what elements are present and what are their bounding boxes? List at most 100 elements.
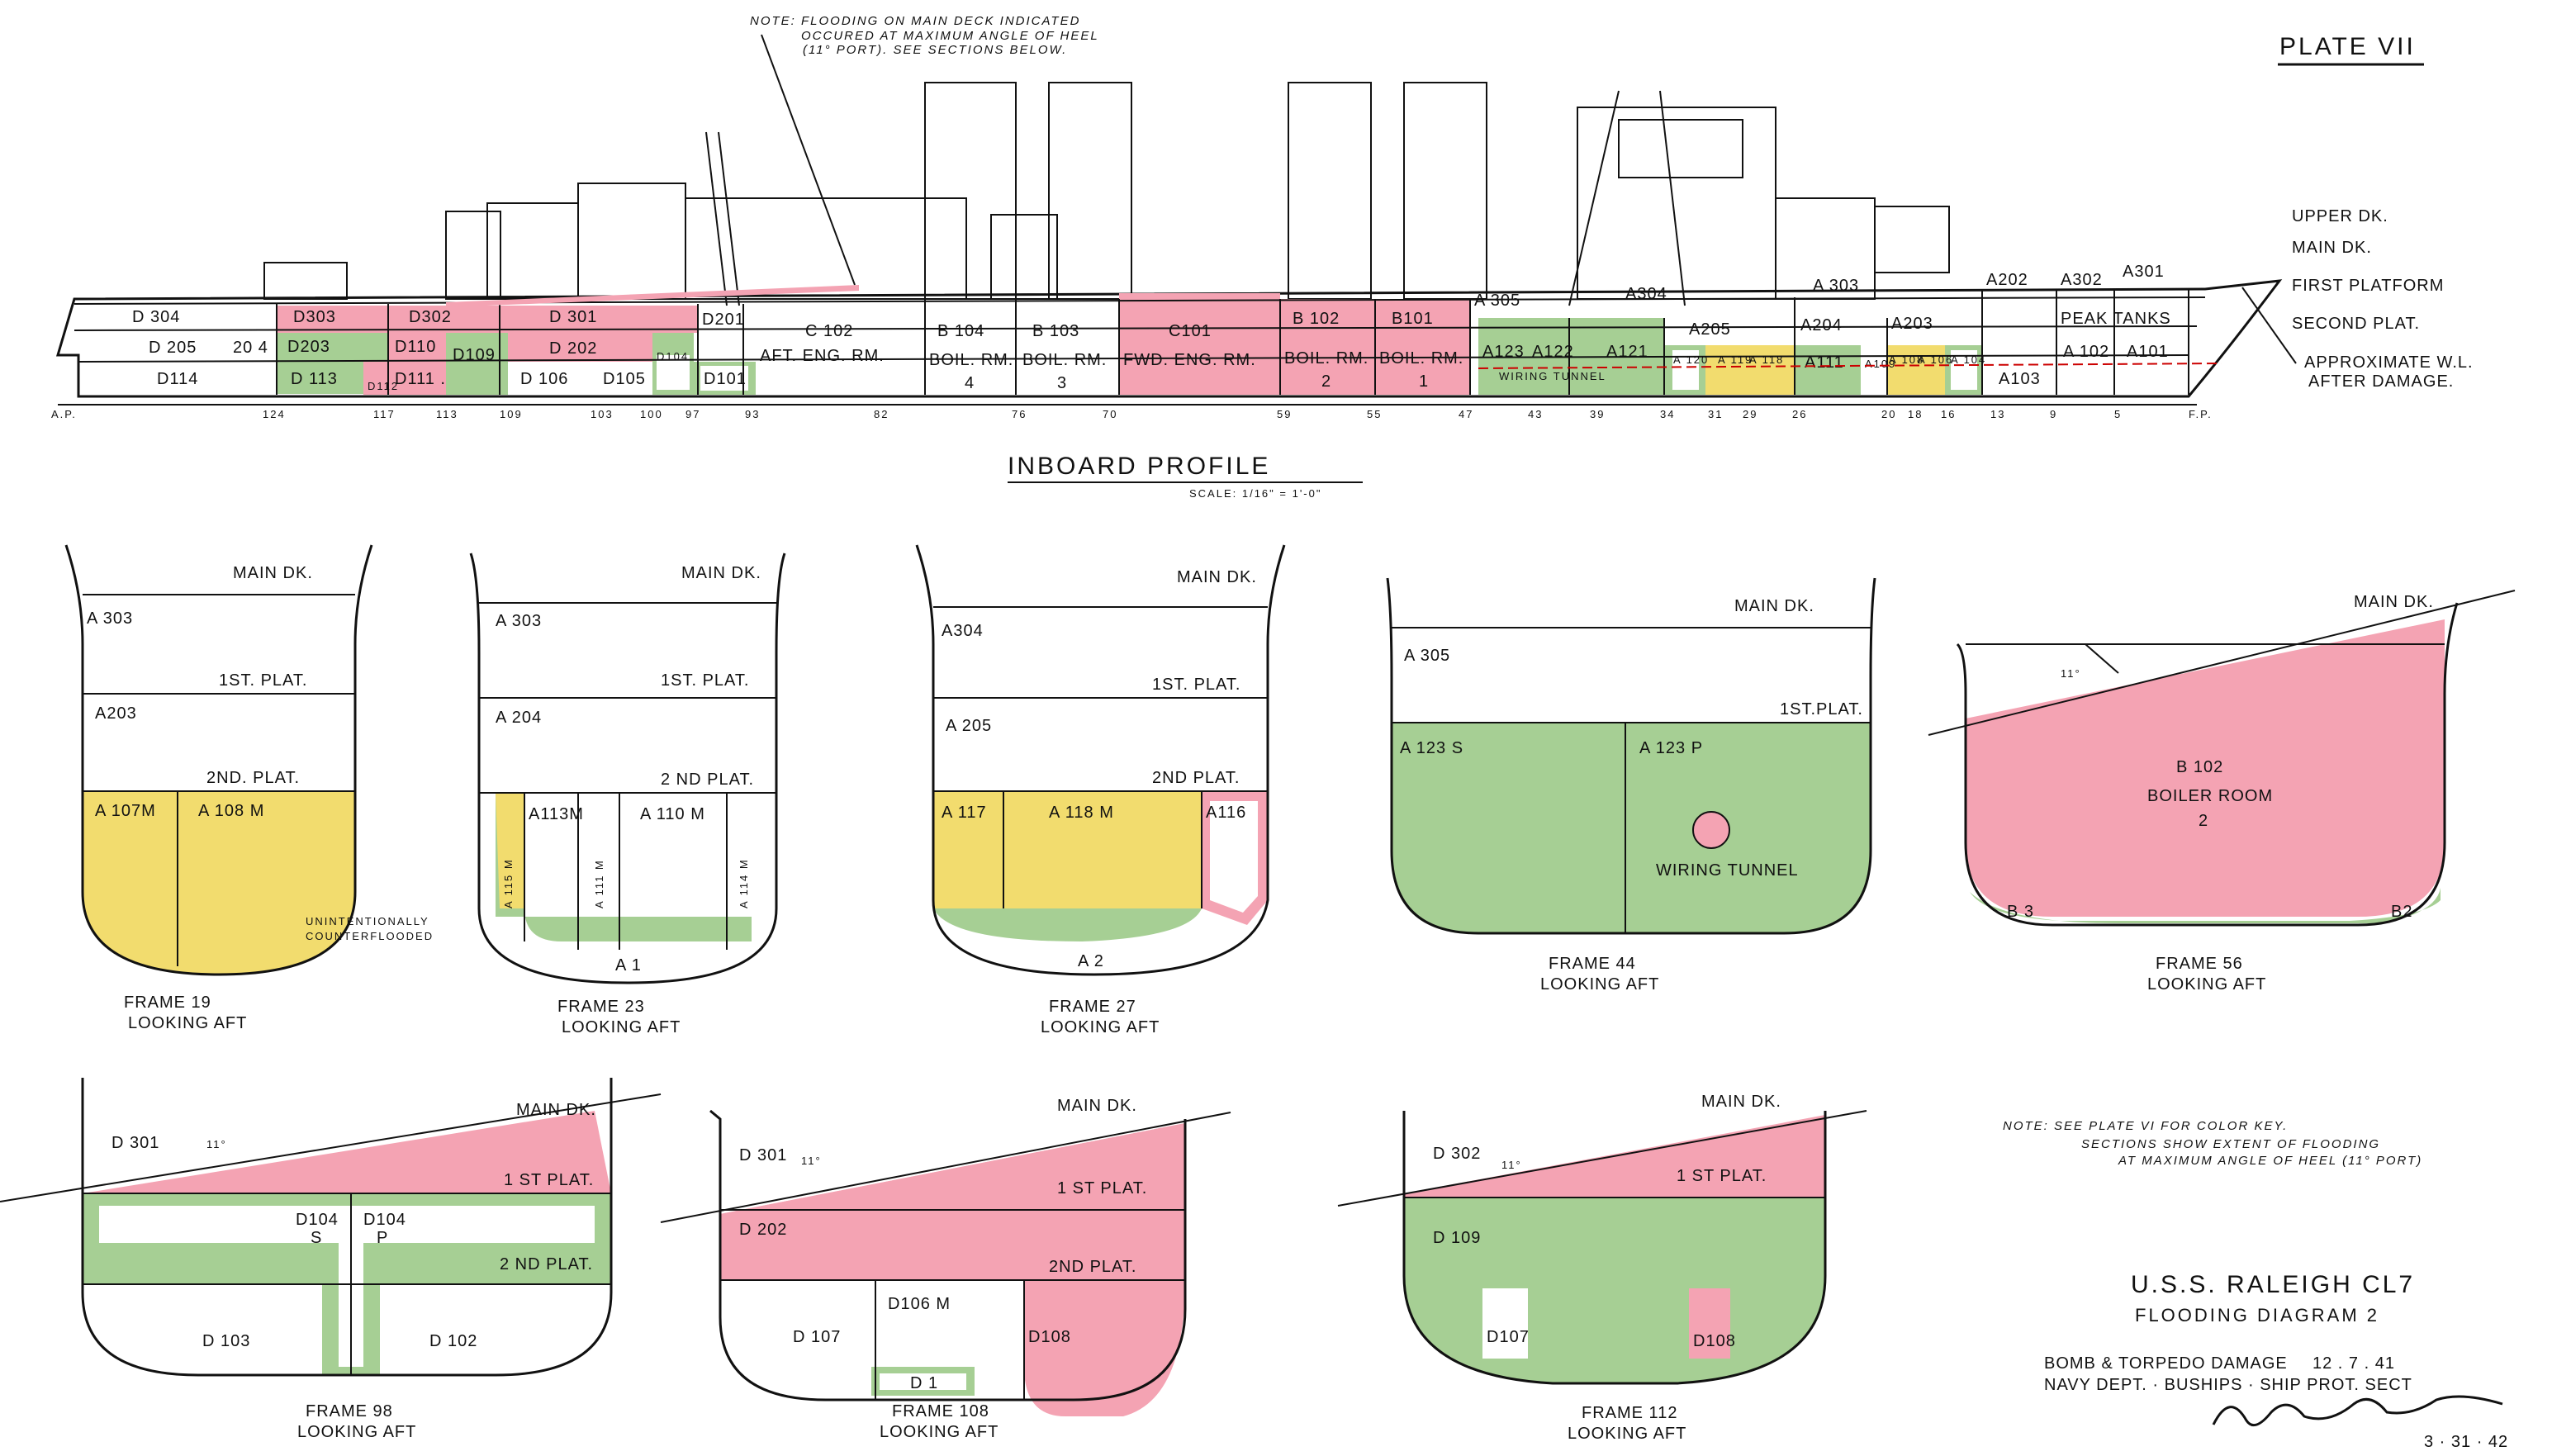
- svg-text:SECTIONS SHOW EXTENT OF FLOODI: SECTIONS SHOW EXTENT OF FLOODING: [2081, 1137, 2380, 1151]
- svg-text:1ST. PLAT.: 1ST. PLAT.: [1152, 676, 1240, 694]
- svg-text:D107: D107: [1487, 1328, 1530, 1346]
- svg-text:OCCURED AT MAXIMUM ANGLE OF HE: OCCURED AT MAXIMUM ANGLE OF HEEL: [801, 29, 1099, 43]
- svg-text:A 111 M: A 111 M: [593, 859, 605, 908]
- svg-text:A123: A123: [1482, 343, 1525, 361]
- svg-text:NOTE: FLOODING ON MAIN DECK IN: NOTE: FLOODING ON MAIN DECK INDICATED: [750, 14, 1080, 28]
- svg-text:PLATE VII: PLATE VII: [2279, 33, 2416, 60]
- svg-text:1: 1: [1419, 372, 1429, 391]
- svg-text:D111 .: D111 .: [395, 370, 446, 388]
- svg-text:11°: 11°: [801, 1155, 822, 1167]
- svg-text:103: 103: [591, 408, 614, 420]
- svg-text:A 204: A 204: [496, 709, 542, 727]
- svg-text:UPPER DK.: UPPER DK.: [2292, 207, 2388, 225]
- svg-text:U.S.S. RALEIGH CL7: U.S.S. RALEIGH CL7: [2131, 1271, 2415, 1298]
- svg-text:D108: D108: [1028, 1328, 1071, 1346]
- svg-text:D101: D101: [704, 370, 747, 388]
- svg-text:D203: D203: [287, 338, 330, 356]
- svg-text:11°: 11°: [1501, 1159, 1522, 1171]
- svg-text:NOTE: SEE PLATE VI FOR COLOR K: NOTE: SEE PLATE VI FOR COLOR KEY.: [2003, 1119, 2288, 1133]
- waterline: [1478, 363, 2222, 369]
- svg-text:A301: A301: [2123, 263, 2165, 281]
- superstructure: [263, 82, 1950, 306]
- svg-text:BOIL. RM.: BOIL. RM.: [1284, 349, 1369, 368]
- svg-text:113: 113: [436, 408, 458, 420]
- svg-text:70: 70: [1103, 408, 1117, 420]
- svg-text:B2: B2: [2391, 903, 2412, 921]
- svg-text:SCALE: 1/16" = 1'-0": SCALE: 1/16" = 1'-0": [1189, 487, 1321, 500]
- bottom-note: NOTE: SEE PLATE VI FOR COLOR KEY. SECTIO…: [2003, 1119, 2421, 1168]
- svg-text:A 1: A 1: [615, 956, 642, 975]
- svg-text:A 104: A 104: [1951, 353, 1986, 366]
- svg-text:A 108: A 108: [1889, 353, 1924, 366]
- svg-text:A 123 S: A 123 S: [1400, 739, 1463, 757]
- svg-text:A 114 M: A 114 M: [738, 858, 750, 908]
- svg-text:LOOKING AFT: LOOKING AFT: [562, 1018, 681, 1036]
- svg-text:2 ND PLAT.: 2 ND PLAT.: [661, 771, 754, 789]
- svg-text:D 301: D 301: [549, 308, 597, 326]
- svg-text:16: 16: [1941, 408, 1956, 420]
- svg-text:47: 47: [1459, 408, 1473, 420]
- svg-text:LOOKING AFT: LOOKING AFT: [2147, 975, 2266, 994]
- profile-grid: [74, 289, 2206, 395]
- top-note: NOTE: FLOODING ON MAIN DECK INDICATED OC…: [750, 14, 1099, 286]
- svg-text:WIRING TUNNEL: WIRING TUNNEL: [1499, 370, 1606, 382]
- svg-text:B 102: B 102: [1293, 310, 1340, 328]
- svg-text:LOOKING AFT: LOOKING AFT: [297, 1423, 416, 1441]
- svg-text:A121: A121: [1606, 343, 1648, 361]
- svg-text:A 110 M: A 110 M: [640, 805, 705, 823]
- svg-text:B 104: B 104: [937, 322, 984, 340]
- svg-text:A 117: A 117: [942, 804, 987, 822]
- svg-text:INBOARD PROFILE: INBOARD PROFILE: [1008, 453, 1270, 480]
- svg-text:A 2: A 2: [1078, 952, 1104, 970]
- svg-text:A203: A203: [1891, 315, 1933, 333]
- svg-text:1ST. PLAT.: 1ST. PLAT.: [219, 671, 307, 690]
- svg-text:76: 76: [1012, 408, 1027, 420]
- svg-text:5: 5: [2114, 408, 2122, 420]
- svg-text:D 205: D 205: [149, 339, 197, 357]
- svg-text:D 102: D 102: [429, 1332, 477, 1350]
- svg-text:2ND. PLAT.: 2ND. PLAT.: [206, 769, 300, 787]
- svg-text:A116: A116: [1206, 804, 1246, 822]
- svg-text:LOOKING AFT: LOOKING AFT: [128, 1014, 247, 1032]
- svg-text:D104: D104: [296, 1211, 339, 1229]
- svg-text:D104: D104: [657, 350, 689, 363]
- svg-text:D114: D114: [157, 370, 198, 388]
- svg-text:20 4: 20 4: [233, 339, 268, 357]
- section-frame-27: MAIN DK. A304 1ST. PLAT. A 205 2ND PLAT.…: [915, 544, 1286, 1036]
- svg-text:A304: A304: [1625, 285, 1667, 303]
- svg-text:A.P.: A.P.: [51, 408, 77, 420]
- svg-text:D110: D110: [395, 338, 436, 356]
- svg-text:MAIN DK.: MAIN DK.: [2292, 239, 2372, 257]
- hull-outline: [55, 279, 2283, 398]
- svg-text:A304: A304: [942, 622, 984, 640]
- svg-text:29: 29: [1743, 408, 1757, 420]
- svg-text:D302: D302: [409, 308, 452, 326]
- svg-text:A 118: A 118: [1749, 353, 1784, 366]
- svg-text:11°: 11°: [206, 1138, 227, 1150]
- svg-text:A 107M: A 107M: [95, 802, 156, 820]
- svg-text:D 109: D 109: [1433, 1229, 1481, 1247]
- section-frame-112: MAIN DK. D 302 11° 1 ST PLAT. D 109 D107…: [1337, 1093, 1867, 1443]
- svg-text:A 305: A 305: [1404, 647, 1450, 665]
- svg-text:A205: A205: [1689, 320, 1731, 339]
- svg-text:MAIN DK.: MAIN DK.: [1057, 1097, 1137, 1115]
- profile-fills: [277, 293, 1982, 395]
- svg-text:A122: A122: [1532, 343, 1574, 361]
- svg-text:FRAME 112: FRAME 112: [1582, 1404, 1677, 1422]
- svg-text:MAIN DK.: MAIN DK.: [2354, 593, 2434, 611]
- svg-text:A 118 M: A 118 M: [1049, 804, 1114, 822]
- svg-text:100: 100: [640, 408, 663, 420]
- svg-text:B101: B101: [1392, 310, 1434, 328]
- section-frame-23: MAIN DK. A 303 1ST. PLAT. A 204 2 ND PLA…: [469, 553, 786, 1036]
- svg-text:3: 3: [1057, 374, 1067, 392]
- svg-text:D 304: D 304: [132, 308, 180, 326]
- section-frame-108: MAIN DK. D 301 11° 1 ST PLAT. D 202 2ND …: [660, 1097, 1231, 1441]
- svg-text:UNINTENTIONALLY: UNINTENTIONALLY: [306, 915, 429, 927]
- svg-text:A 205: A 205: [946, 717, 992, 735]
- svg-text:PEAK TANKS: PEAK TANKS: [2061, 310, 2171, 328]
- svg-text:FIRST PLATFORM: FIRST PLATFORM: [2292, 277, 2444, 295]
- svg-text:BOIL. RM.: BOIL. RM.: [1379, 349, 1463, 368]
- svg-text:117: 117: [373, 408, 396, 420]
- svg-text:FRAME 108: FRAME 108: [892, 1402, 989, 1420]
- svg-text:55: 55: [1367, 408, 1382, 420]
